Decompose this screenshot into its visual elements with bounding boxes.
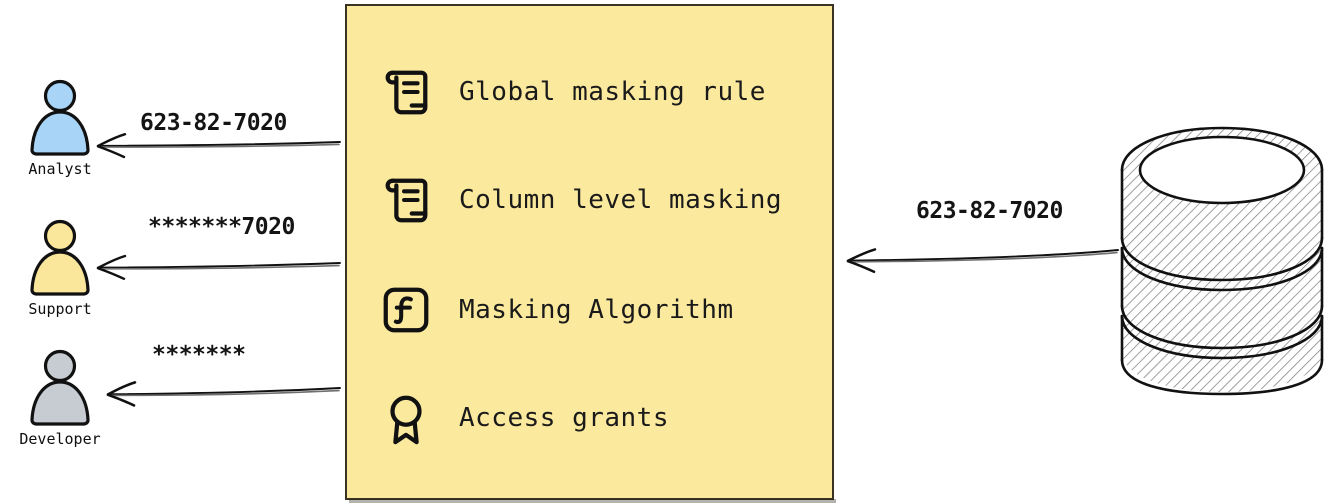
flow-label-support: *******7020 [148, 214, 295, 240]
actor-support[interactable]: Support [0, 218, 120, 317]
policy-item-label: Column level masking [459, 185, 783, 215]
policy-item-global-masking-rule[interactable]: Global masking rule [379, 62, 766, 122]
database-cylinder-icon[interactable] [1118, 116, 1330, 396]
actor-support-label: Support [28, 300, 92, 318]
actor-analyst[interactable]: Analyst [0, 78, 120, 177]
policy-list: Global masking rule Column level masking [347, 6, 832, 498]
flow-label-analyst: 623-82-7020 [140, 110, 287, 136]
person-icon [30, 219, 90, 296]
person-icon [30, 79, 90, 156]
policy-item-label: Access grants [459, 403, 669, 433]
actor-analyst-label: Analyst [28, 160, 92, 178]
policy-item-access-grants[interactable]: Access grants [379, 388, 669, 448]
arrow-analyst [96, 133, 341, 159]
arrow-support [96, 254, 341, 280]
scroll-icon [385, 70, 428, 115]
policy-item-label: Masking Algorithm [459, 295, 734, 325]
person-icon [30, 349, 90, 426]
policy-item-masking-algorithm[interactable]: Masking Algorithm [379, 280, 734, 340]
arrow-database [846, 248, 1119, 274]
actor-developer[interactable]: Developer [0, 348, 120, 447]
policy-item-label: Global masking rule [459, 77, 766, 107]
policy-panel: Global masking rule Column level masking [345, 4, 836, 503]
flow-label-developer: ******* [152, 342, 246, 368]
arrow-developer [106, 381, 341, 407]
policy-item-column-level-masking[interactable]: Column level masking [379, 170, 782, 230]
award-ribbon-icon [390, 395, 422, 445]
flow-label-database: 623-82-7020 [916, 198, 1063, 224]
function-box-icon [383, 287, 429, 333]
actor-developer-label: Developer [19, 430, 101, 448]
scroll-icon [385, 178, 428, 223]
